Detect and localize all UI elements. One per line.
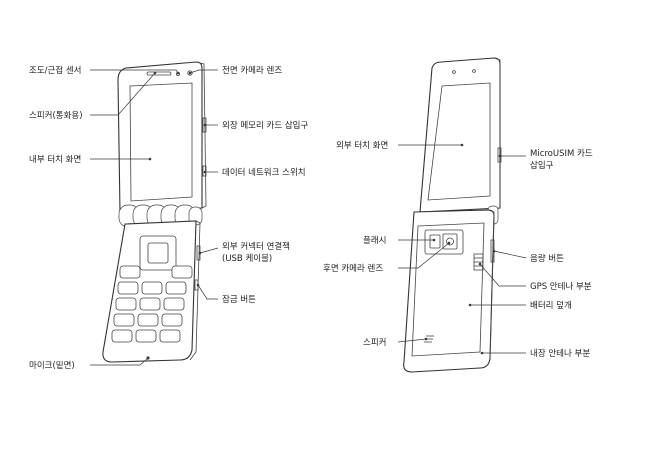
label-light-proximity-sensor: 조도/근접 센서 xyxy=(29,65,82,76)
label-speaker: 스피커 xyxy=(363,338,386,348)
hinge xyxy=(118,204,203,228)
data-switch xyxy=(202,165,207,177)
inner-screen xyxy=(129,82,193,202)
label-flash: 플래시 xyxy=(363,236,386,246)
front-camera xyxy=(187,70,193,76)
label-earpiece-speaker: 스피커(통화용) xyxy=(29,111,83,121)
flash-window xyxy=(429,234,441,249)
nav-pad-center xyxy=(147,242,169,264)
earpiece-slot xyxy=(146,71,172,76)
label-microusim-slot-line1: MicroUSIM 카드 xyxy=(530,149,593,159)
label-gps-antenna: GPS 안테나 부분 xyxy=(530,281,592,292)
label-rear-camera-lens: 후면 카메라 렌즈 xyxy=(323,263,383,274)
label-volume-button: 음량 버튼 xyxy=(530,253,564,264)
label-outer-touch-screen: 외부 터치 화면 xyxy=(336,140,388,151)
label-data-network-switch: 데이터 네트워크 스위치 xyxy=(222,167,306,178)
rear-camera-lens xyxy=(446,237,454,246)
label-front-camera-lens: 전면 카메라 렌즈 xyxy=(222,65,282,76)
phone-front-open xyxy=(102,61,207,363)
callout-labels: 조도/근접 센서 스피커(통화용) 내부 터치 화면 마이크(밑면) 전면 카메… xyxy=(29,65,593,371)
rear-camera-window xyxy=(442,233,458,250)
label-battery-cover: 배터리 덮개 xyxy=(530,300,572,311)
end-key xyxy=(171,265,193,279)
microusim-slot xyxy=(497,147,502,163)
label-external-connector-jack-note: (USB 케이블) xyxy=(222,253,272,264)
keypad xyxy=(111,281,187,343)
label-external-connector-jack: 외부 커넥터 연결잭 xyxy=(222,241,290,252)
leader-lines xyxy=(90,69,527,366)
phone-back-closed xyxy=(403,57,502,373)
call-key xyxy=(119,265,141,279)
label-mouthpiece-mic: 마이크(밑면) xyxy=(29,360,75,371)
label-memory-card-slot: 외장 메모리 카드 삽입구 xyxy=(222,120,308,131)
label-lock-button: 잠금 버튼 xyxy=(222,294,256,305)
label-inner-touch-screen: 내부 터치 화면 xyxy=(29,154,81,165)
battery-cover-outline xyxy=(411,222,485,357)
label-microusim-slot-line2: 삽입구 xyxy=(530,161,554,171)
label-internal-antenna: 내장 안테나 부분 xyxy=(530,348,590,359)
back-upper-body xyxy=(419,57,501,213)
outer-screen xyxy=(427,82,491,201)
